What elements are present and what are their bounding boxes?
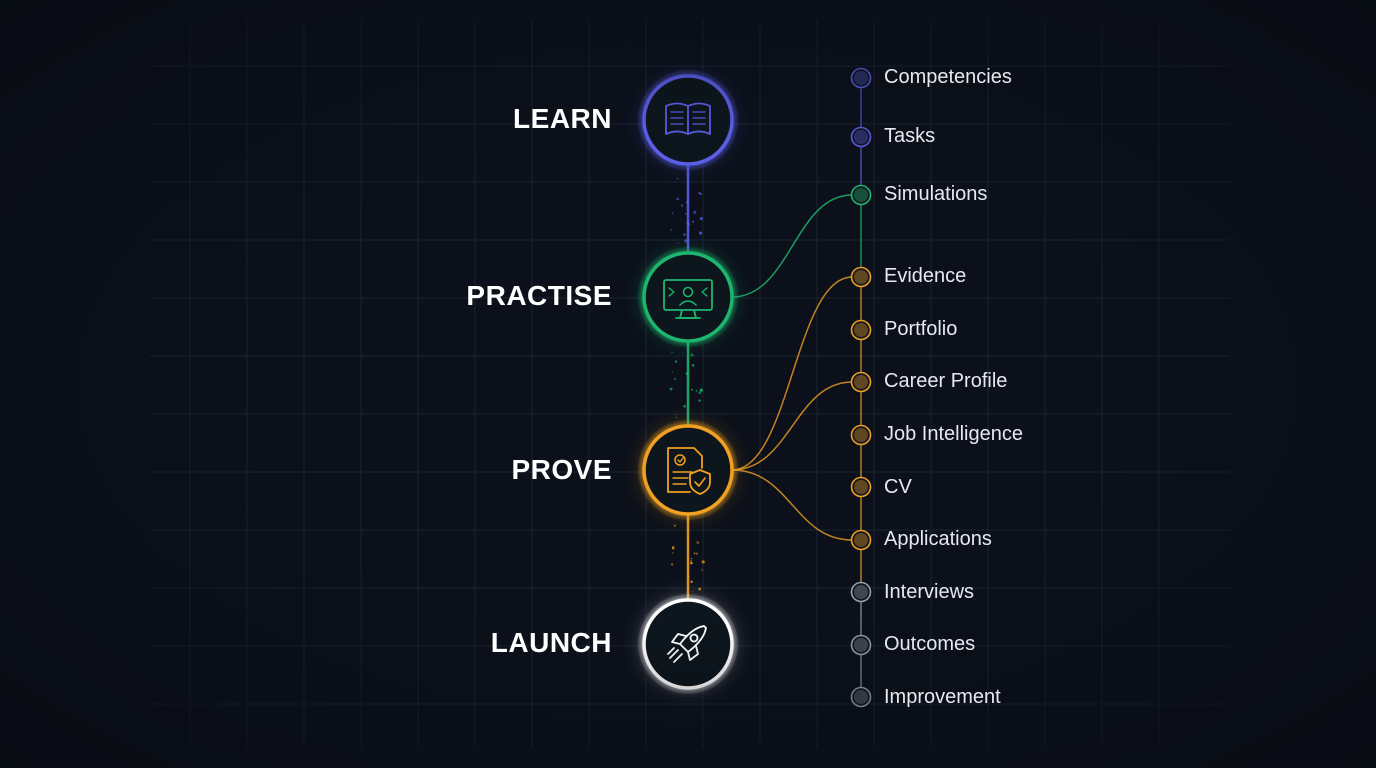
stage-node-launch xyxy=(638,594,738,694)
sparkle xyxy=(681,204,683,206)
sparkle xyxy=(674,525,676,527)
sparkle xyxy=(672,546,674,548)
sparkle xyxy=(670,229,672,231)
sparkle xyxy=(682,353,683,354)
sparkle xyxy=(696,390,698,392)
step-label-tasks: Tasks xyxy=(884,125,935,148)
sparkle xyxy=(683,233,686,236)
step-label-interviews: Interviews xyxy=(884,581,974,604)
node-ring xyxy=(644,600,732,688)
sparkle xyxy=(691,389,693,391)
sparkle xyxy=(702,560,705,563)
sparkle xyxy=(676,417,677,418)
sparkle xyxy=(684,239,687,242)
step-label-simulations: Simulations xyxy=(884,183,987,206)
sparkle xyxy=(690,562,693,565)
step-dot-fill xyxy=(854,270,868,284)
sparkle xyxy=(693,211,696,214)
sparkle xyxy=(700,193,702,195)
step-dot-fill xyxy=(854,188,868,202)
sparkle xyxy=(698,391,701,394)
sparkle xyxy=(671,352,672,353)
step-label-competencies: Competencies xyxy=(884,66,1012,89)
sparkle xyxy=(685,213,686,214)
sparkle xyxy=(672,213,673,214)
branch-connectors xyxy=(732,87,861,688)
step-label-evidence: Evidence xyxy=(884,265,966,288)
step-label-cv: CV xyxy=(884,476,912,499)
step-label-outcomes: Outcomes xyxy=(884,633,975,656)
sparkle xyxy=(686,201,689,204)
sparkle xyxy=(675,414,677,416)
sparkle xyxy=(677,243,679,245)
stage-label-practise: PRACTISE xyxy=(352,280,612,312)
sparkle xyxy=(691,558,693,560)
sparkle xyxy=(677,178,678,179)
stage-label-prove: PROVE xyxy=(352,454,612,486)
sparkle xyxy=(670,388,673,391)
sparkle xyxy=(700,217,703,220)
sparkle xyxy=(692,364,695,367)
stage-label-learn: LEARN xyxy=(352,103,612,135)
step-dot-fill xyxy=(854,375,868,389)
stage-node-practise xyxy=(638,247,738,347)
sparkle xyxy=(692,591,693,592)
main-spine xyxy=(670,164,705,600)
sparkle xyxy=(675,360,677,362)
connector-prove-step xyxy=(732,277,852,470)
sparkle xyxy=(698,399,700,401)
stage-label-launch: LAUNCH xyxy=(352,627,612,659)
sparkle xyxy=(695,552,697,554)
sparkle xyxy=(676,198,679,201)
node-ring xyxy=(644,426,732,514)
sparkle xyxy=(672,371,673,372)
step-label-improvement: Improvement xyxy=(884,686,1001,709)
sparkle xyxy=(690,560,692,562)
sparkle xyxy=(690,580,693,583)
step-label-career-profile: Career Profile xyxy=(884,370,1007,393)
step-dot-fill xyxy=(854,130,868,144)
step-dot-fill xyxy=(854,323,868,337)
step-label-job-intelligence: Job Intelligence xyxy=(884,423,1023,446)
sparkle xyxy=(698,587,701,590)
sparkle xyxy=(699,231,702,234)
step-dot-fill xyxy=(854,638,868,652)
step-dot-fill xyxy=(854,690,868,704)
sparkle xyxy=(692,221,694,223)
sparkle xyxy=(696,541,699,544)
step-dot-fill xyxy=(854,71,868,85)
sparkle xyxy=(683,405,686,408)
sparkle xyxy=(687,381,688,382)
sparkle xyxy=(701,569,703,571)
sparkle xyxy=(674,378,677,381)
connector-prove-step xyxy=(732,382,852,470)
sparkle xyxy=(672,552,673,553)
step-dot-fill xyxy=(854,480,868,494)
step-dot-fill xyxy=(854,428,868,442)
connector-practise-simulations xyxy=(732,195,852,297)
sparkle xyxy=(686,372,689,375)
sparkle xyxy=(687,576,689,578)
sparkle xyxy=(671,563,673,565)
step-label-applications: Applications xyxy=(884,528,992,551)
step-dot-fill xyxy=(854,585,868,599)
stage-node-prove xyxy=(638,420,738,520)
stage-node-learn xyxy=(638,70,738,170)
step-dot-fill xyxy=(854,533,868,547)
sparkle xyxy=(686,222,689,225)
sparkle xyxy=(691,353,694,356)
sparkle xyxy=(694,553,695,554)
step-label-portfolio: Portfolio xyxy=(884,318,957,341)
